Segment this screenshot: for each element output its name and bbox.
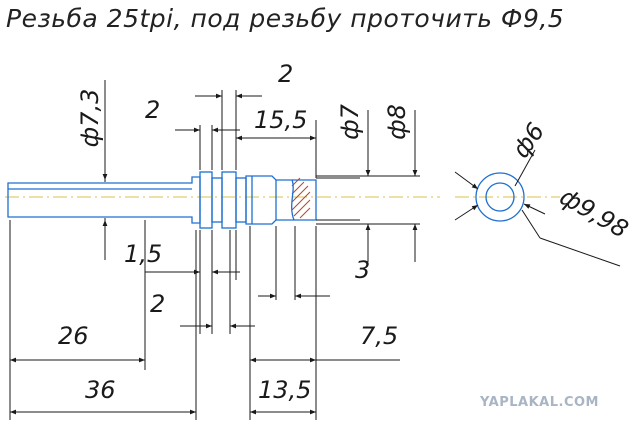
dim-13-5: 13,5 [258, 376, 311, 404]
dim-36: 36 [85, 376, 116, 404]
dim-15-5: 15,5 [254, 106, 307, 134]
watermark: YAPLAKAL.COM [479, 395, 599, 410]
dim-diameter-9-98: ф9,98 [555, 182, 633, 243]
dim-diameter-7-3: ф7,3 [76, 89, 104, 148]
dim-2-top: 2 [278, 60, 293, 88]
dimension-lines [10, 93, 621, 415]
part-outline [7, 171, 317, 229]
section-hatch [291, 177, 311, 221]
end-view-outer-circle [475, 172, 525, 222]
end-view-inner-circle [485, 182, 515, 212]
dim-1-5: 1,5 [124, 240, 162, 268]
dim-7-5: 7,5 [360, 322, 398, 350]
dim-26: 26 [58, 322, 89, 350]
dim-2-middle: 2 [150, 290, 165, 318]
dim-2-left: 2 [145, 96, 160, 124]
dim-diameter-6: ф6 [507, 118, 550, 163]
dim-diameter-7: ф7 [336, 103, 364, 140]
dim-diameter-8: ф8 [383, 104, 411, 140]
drawing-title: Резьба 25tpi, под резьбу проточить Ф9,5 [6, 4, 565, 33]
dim-3: 3 [355, 256, 370, 284]
